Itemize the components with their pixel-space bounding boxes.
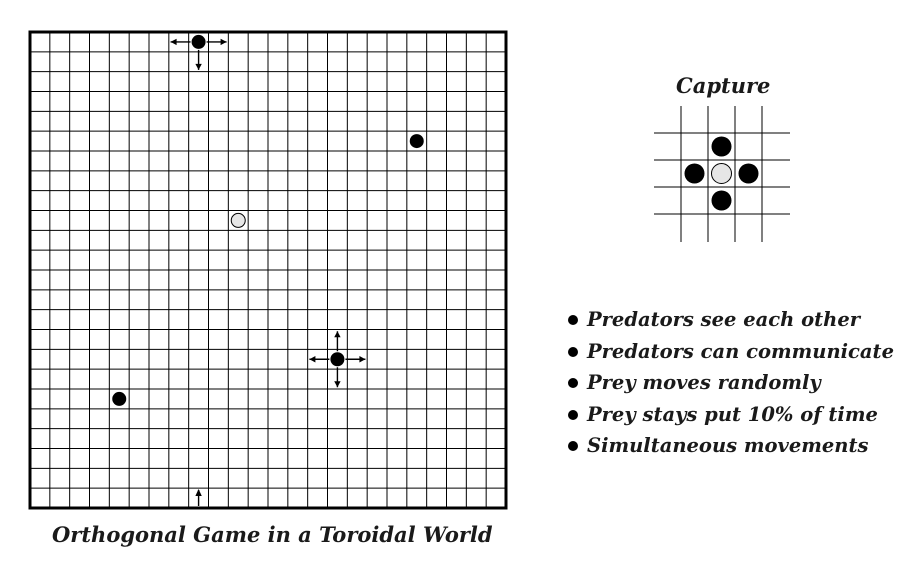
arrowhead-up-icon [334,331,341,338]
rules-list: Predators see each other Predators can c… [566,308,894,466]
capture-predator-icon [711,136,732,157]
rule-item: Prey stays put 10% of time [566,403,894,435]
rule-item: Prey moves randomly [566,371,894,403]
figure-caption: Orthogonal Game in a Toroidal World [52,522,493,547]
capture-predator-icon [684,163,705,184]
arrowhead-down-icon [195,63,202,70]
bullet-icon [568,346,578,357]
capture-grid [654,106,790,242]
edge-arrowhead-up-icon [195,489,202,496]
bullet-icon [568,441,578,451]
bullet-icon [568,409,578,420]
capture-predator-icon [738,163,759,184]
capture-prey-icon [711,163,732,184]
arrowhead-right-icon [220,38,227,46]
predator-icon [112,391,127,406]
arrowhead-right-icon [359,356,366,363]
rule-item: Predators can communicate [566,340,894,372]
prey-icon [230,212,246,228]
capture-title: Capture [676,73,771,98]
predator-icon [330,352,345,367]
capture-predator-icon [711,190,732,211]
predator-icon [409,134,424,149]
arrowhead-left-icon [309,356,316,363]
toroidal-grid [28,30,508,510]
predator-icon [191,34,206,49]
arrowhead-down-icon [334,381,341,388]
bullet-icon [568,315,578,325]
arrowhead-left-icon [170,38,177,46]
bullet-icon [568,378,578,388]
rule-item: Simultaneous movements [566,434,894,466]
rule-item: Predators see each other [566,308,894,340]
